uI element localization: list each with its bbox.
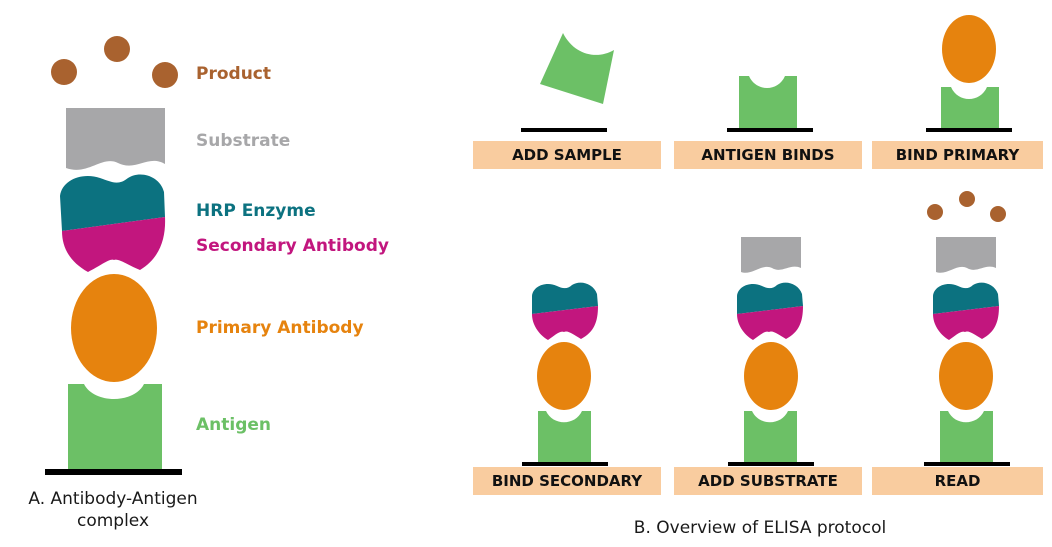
- primary-antibody: [942, 15, 996, 83]
- legend-hrp-enzyme: HRP Enzyme: [196, 201, 316, 221]
- antigen-block: [744, 411, 797, 463]
- product-molecule: [927, 204, 943, 220]
- step-label-read: READ: [872, 467, 1043, 495]
- legend-primary-antibody: Primary Antibody: [196, 318, 364, 338]
- step-label-antigen-binds: ANTIGEN BINDS: [674, 141, 862, 169]
- legend-secondary-antibody: Secondary Antibody: [196, 236, 389, 256]
- step-add-substrate-illustration: [728, 237, 814, 466]
- primary-antibody: [71, 274, 157, 382]
- step-label-bind-secondary: BIND SECONDARY: [473, 467, 661, 495]
- step-bind-secondary-illustration: [522, 283, 608, 466]
- step-label-bind-primary: BIND PRIMARY: [872, 141, 1043, 169]
- legend-substrate: Substrate: [196, 131, 290, 151]
- step-read-illustration: [924, 191, 1010, 466]
- substrate-block: [741, 237, 801, 273]
- primary-antibody: [537, 342, 591, 410]
- plate-surface: [924, 462, 1010, 466]
- complex-illustration: [45, 36, 182, 475]
- product-molecule: [152, 62, 178, 88]
- plate-surface: [728, 462, 814, 466]
- antigen-block: [538, 411, 591, 463]
- product-molecule: [51, 59, 77, 85]
- panel-a-caption-line2: complex: [0, 510, 226, 532]
- legend-product: Product: [196, 64, 271, 84]
- primary-antibody: [744, 342, 798, 410]
- plate-surface: [521, 128, 607, 132]
- substrate-block: [936, 237, 996, 273]
- substrate-block: [66, 108, 165, 170]
- step-label-add-sample: ADD SAMPLE: [473, 141, 661, 169]
- plate-surface: [45, 469, 182, 475]
- panel-a-caption: A. Antibody-Antigen complex: [0, 488, 226, 532]
- legend-antigen: Antigen: [196, 415, 271, 435]
- antigen-block: [941, 87, 999, 129]
- antigen-block: [940, 411, 993, 463]
- step-antigen-binds-illustration: [727, 76, 813, 132]
- product-molecule: [959, 191, 975, 207]
- step-bind-primary-illustration: [926, 15, 1012, 132]
- plate-surface: [522, 462, 608, 466]
- step-label-add-substrate: ADD SUBSTRATE: [674, 467, 862, 495]
- product-molecule: [104, 36, 130, 62]
- step-add-sample-illustration: [521, 33, 614, 132]
- panel-a-caption-line1: A. Antibody-Antigen: [0, 488, 226, 510]
- antigen-block: [739, 76, 797, 129]
- plate-surface: [727, 128, 813, 132]
- antigen-block: [540, 33, 614, 104]
- plate-surface: [926, 128, 1012, 132]
- panel-b-caption: B. Overview of ELISA protocol: [560, 517, 960, 539]
- primary-antibody: [939, 342, 993, 410]
- antigen-block: [68, 384, 162, 470]
- product-molecule: [990, 206, 1006, 222]
